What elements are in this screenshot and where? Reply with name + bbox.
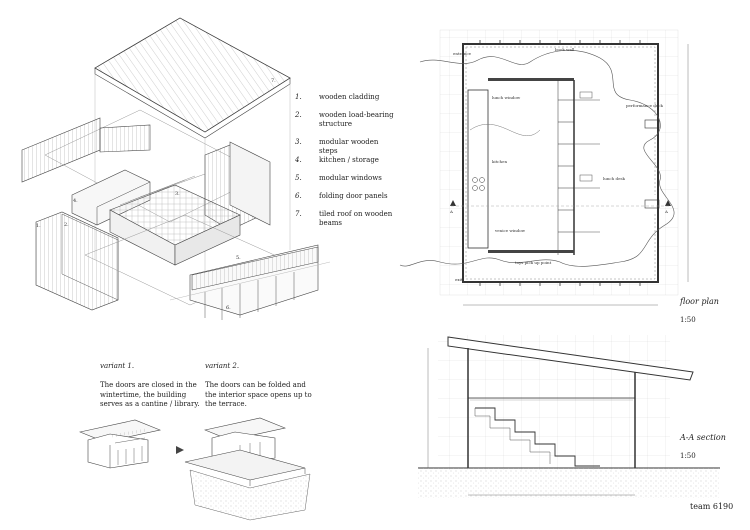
- variant-arrow: [176, 446, 184, 454]
- variant-2-title: variant 2.: [205, 362, 240, 370]
- section-steps: [475, 407, 600, 467]
- legend-text: kitchen / storage: [319, 156, 379, 164]
- plan-label-lunch-desk: lunch desk: [603, 176, 625, 181]
- variant-1-text: The doors are closed in the wintertime, …: [100, 381, 200, 408]
- section-aa: [418, 335, 720, 498]
- plan-label-performance-deck: performance deck: [626, 103, 663, 108]
- floor-plan: [399, 29, 689, 306]
- legend-number: 1.: [295, 93, 302, 101]
- variant-1-sketch: [78, 419, 162, 469]
- axo-tag-steps: 3.: [175, 191, 180, 197]
- legend-number: 7.: [295, 210, 302, 218]
- axo-tag-structure: 2.: [64, 222, 69, 228]
- axo-tag-roof: 7.: [271, 78, 276, 84]
- section-scale: 1:50: [680, 452, 696, 460]
- legend-text: folding door panels: [319, 192, 388, 200]
- plan-label-venice-window: venice window: [495, 228, 526, 233]
- legend-number: 2.: [295, 111, 302, 119]
- plan-label-book-wall: book wall: [555, 47, 575, 52]
- section-caption: A-A section: [680, 433, 726, 442]
- back-wall-left: [21, 117, 101, 183]
- roof: [94, 17, 291, 133]
- plan-label-lunch-window: lunch window: [492, 95, 521, 100]
- axo-tag-kitchen: 4.: [73, 198, 78, 204]
- section-mark-left: A: [450, 209, 453, 214]
- section-mark-right: A: [665, 209, 668, 214]
- team-label: team 6190: [690, 502, 734, 511]
- section-roof: [447, 336, 694, 381]
- plan-label-kitchen: kitchen: [492, 159, 508, 164]
- axo-tag-cladding: 1.: [36, 223, 41, 229]
- floor-plan-caption: floor plan: [680, 297, 719, 306]
- variant-1-title: variant 1.: [100, 362, 135, 370]
- floor-plan-scale: 1:50: [680, 316, 696, 324]
- axo-tag-windows: 5.: [236, 255, 241, 261]
- variant-2-sketch: [184, 417, 311, 521]
- legend-text: wooden cladding: [319, 93, 380, 101]
- legend-number: 4.: [295, 156, 302, 164]
- legend-number: 6.: [295, 192, 302, 200]
- plan-label-entrance: entrance: [453, 51, 472, 56]
- front-wall-left: [35, 211, 119, 311]
- legend-number: 3.: [295, 138, 302, 146]
- legend-number: 5.: [295, 174, 302, 182]
- plan-label-toys-pick-up: toys pick up point: [515, 260, 552, 265]
- variant-2-text: The doors can be folded and the interior…: [205, 381, 312, 408]
- axo-tag-doors: 6.: [226, 305, 231, 311]
- exploded-axonometric: [21, 17, 331, 320]
- legend-text: modular windows: [319, 174, 382, 182]
- legend-text: wooden load-bearing structure: [319, 111, 394, 128]
- plan-label-exit: exit: [455, 277, 463, 282]
- movement-path: [399, 50, 675, 267]
- steps-block: [109, 173, 241, 266]
- legend-text: tiled roof on wooden beams: [319, 210, 393, 227]
- legend-text: modular wooden steps: [319, 138, 379, 155]
